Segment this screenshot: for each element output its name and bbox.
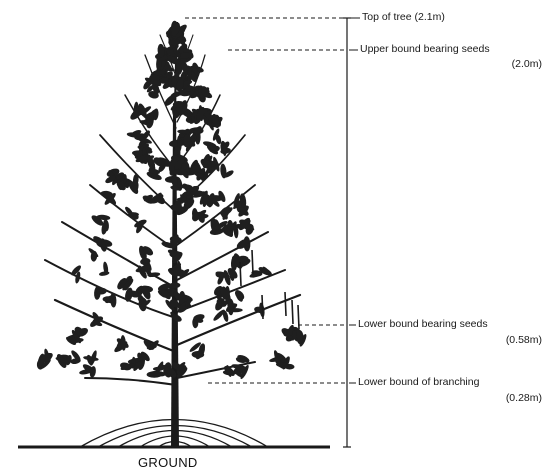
- label-lower-bound-branching-value: (0.28m): [506, 392, 542, 405]
- ground-label: GROUND: [138, 455, 198, 470]
- label-lower-bound-branching: Lower bound of branching: [358, 376, 479, 389]
- leaf-cluster: [70, 264, 83, 284]
- leaf-cluster: [89, 311, 105, 329]
- label-upper-bound-seeds-value: (2.0m): [512, 58, 542, 71]
- leaf-cluster: [254, 302, 266, 317]
- leaf-cluster: [220, 163, 235, 179]
- label-upper-bound-seeds: Upper bound bearing seeds: [360, 43, 490, 56]
- leaf-cluster: [192, 313, 205, 328]
- seed-strand: [262, 295, 263, 319]
- label-lower-bound-seeds-value: (0.58m): [506, 334, 542, 347]
- leaf-cluster: [100, 190, 118, 206]
- label-top-of-tree: Top of tree (2.1m): [362, 11, 445, 24]
- leaf-cluster: [219, 205, 234, 221]
- seed-strand: [252, 250, 253, 274]
- leaf-cluster: [70, 349, 82, 365]
- leaf-cluster: [138, 244, 155, 261]
- leaf-cluster: [87, 247, 99, 262]
- leaf-cluster: [102, 293, 116, 308]
- seed-strand: [285, 292, 286, 316]
- leaf-cluster: [99, 261, 110, 276]
- label-lower-bound-seeds: Lower bound bearing seeds: [358, 318, 488, 331]
- leaf-cluster: [147, 360, 167, 377]
- seed-strand: [240, 262, 241, 286]
- leaf-cluster: [188, 341, 206, 361]
- leaf-cluster: [55, 353, 73, 370]
- leaf-cluster: [79, 362, 97, 378]
- leaf-cluster: [83, 350, 99, 367]
- leaf-cluster: [113, 335, 130, 354]
- seed-strand: [292, 300, 293, 324]
